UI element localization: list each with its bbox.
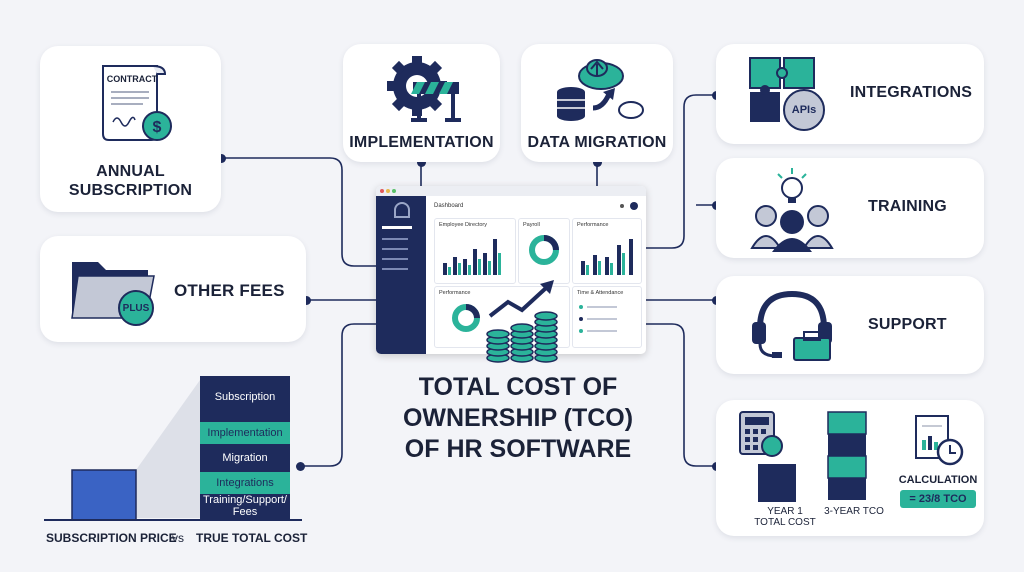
panel-title: Employee Directory xyxy=(439,222,487,228)
comparison-graphic xyxy=(44,380,302,521)
year1-label-line1: YEAR 1 xyxy=(767,506,803,517)
headset-toolbox-icon xyxy=(752,290,832,361)
avatar xyxy=(630,202,638,210)
connector-dot xyxy=(217,154,226,163)
connector-dot xyxy=(417,158,426,167)
stack-segment-migration: Migration xyxy=(222,452,268,464)
calculation-label: CALCULATION xyxy=(898,474,978,486)
main-title-line2: OWNERSHIP (TCO) xyxy=(402,404,634,432)
sidebar-nav-item xyxy=(382,268,408,270)
window-minimize-dot xyxy=(386,189,390,193)
panel-title: Payroll xyxy=(523,222,540,228)
year1-label: YEAR 1 TOTAL COST xyxy=(740,506,830,528)
panel-employee-directory: Employee Directory xyxy=(434,218,516,284)
logo-icon xyxy=(394,202,410,218)
subscription-price-label: SUBSCRIPTION PRICE xyxy=(46,531,177,545)
data-migration-label: DATA MIGRATION xyxy=(527,134,667,151)
puzzle-apis-icon xyxy=(749,57,825,131)
annual-subscription-card: $ CONTRACT ANNUAL SUBSCRIPTION xyxy=(40,46,221,212)
folder-icon xyxy=(71,262,155,326)
connector-dot xyxy=(302,296,311,305)
bell-icon xyxy=(620,204,624,208)
support-card: SUPPORT xyxy=(716,276,984,374)
svg-text:$: $ xyxy=(153,119,162,136)
stack-segment-subscription: Subscription xyxy=(214,391,276,403)
training-label: TRAINING xyxy=(868,198,947,215)
year1-bar xyxy=(758,464,796,502)
contract-icon-label: CONTRACT xyxy=(106,74,158,84)
calculation-card: YEAR 1 TOTAL COST 3-YEAR TCO CALCULATION… xyxy=(716,400,984,536)
plus-badge: PLUS xyxy=(122,303,150,314)
training-group-icon xyxy=(750,168,834,252)
vs-label: vs xyxy=(172,531,184,545)
three-year-label: 3-YEAR TCO xyxy=(824,506,884,517)
main-title-line3: OF HR SOFTWARE xyxy=(404,435,632,463)
status-dot xyxy=(579,305,583,309)
bar-chart-icon xyxy=(443,239,501,275)
sidebar-nav-item xyxy=(382,248,408,250)
list-line xyxy=(587,330,617,332)
stack-segment-integrations: Integrations xyxy=(200,472,290,494)
donut-chart-icon xyxy=(529,235,559,265)
support-label: SUPPORT xyxy=(868,316,947,333)
calculation-value: = 23/8 TCO xyxy=(900,490,976,508)
list-line xyxy=(587,318,617,320)
window-maximize-dot xyxy=(392,189,396,193)
apis-badge: APIs xyxy=(791,104,817,116)
year1-label-line2: TOTAL COST xyxy=(754,517,816,528)
implementation-card: IMPLEMENTATION xyxy=(343,44,500,162)
sidebar-nav-item xyxy=(382,238,408,240)
integrations-label: INTEGRATIONS xyxy=(850,84,973,101)
list-line xyxy=(587,306,617,308)
panel-payroll: Payroll xyxy=(518,218,570,284)
dashboard-titlebar xyxy=(376,186,646,196)
implementation-label: IMPLEMENTATION xyxy=(349,134,494,151)
contract-icon: $ xyxy=(102,65,172,141)
status-dot xyxy=(579,317,583,321)
training-card: TRAINING xyxy=(716,158,984,258)
annual-label-line2: SUBSCRIPTION xyxy=(68,182,193,199)
panel-title: Performance xyxy=(577,222,609,228)
sidebar-nav-item xyxy=(382,258,408,260)
window-close-dot xyxy=(380,189,384,193)
dashboard-mockup: Dashboard Employee Directory Payroll Per… xyxy=(376,186,646,354)
connector-dot xyxy=(593,158,602,167)
document-clock-icon xyxy=(915,415,964,466)
other-fees-label: OTHER FEES xyxy=(174,281,285,300)
data-migration-card: DATA MIGRATION xyxy=(521,44,673,162)
panel-time-attendance: Time & Attendance xyxy=(572,286,642,348)
integrations-card: APIs INTEGRATIONS xyxy=(716,44,984,144)
bar-chart-icon xyxy=(581,239,633,275)
stack-segment-implementation: Implementation xyxy=(200,422,290,444)
main-title-line1: TOTAL COST OF xyxy=(418,373,618,401)
coins-growth-icon xyxy=(486,280,558,363)
true-total-cost-label: TRUE TOTAL COST xyxy=(196,531,308,545)
connector-dot xyxy=(296,462,305,471)
three-year-bar xyxy=(827,411,867,500)
panel-title: Time & Attendance xyxy=(577,290,624,296)
status-dot xyxy=(579,329,583,333)
sidebar-nav-item xyxy=(382,226,412,229)
dashboard-sidebar xyxy=(376,196,426,354)
panel-performance: Performance xyxy=(572,218,642,284)
dashboard-header: Dashboard xyxy=(434,203,464,209)
donut-chart-icon xyxy=(452,304,480,332)
stack-segment-training-support-fees: Training/Support/ Fees xyxy=(203,494,287,518)
other-fees-card: PLUS OTHER FEES xyxy=(40,236,306,342)
panel-title: Performance xyxy=(439,290,471,296)
calculator-icon xyxy=(739,411,783,457)
true-cost-stack: Subscription Implementation Migration In… xyxy=(200,376,290,520)
main-title: TOTAL COST OF OWNERSHIP (TCO) OF HR SOFT… xyxy=(388,372,648,465)
database-cloud-icon xyxy=(557,59,644,121)
gear-barrier-icon xyxy=(387,56,461,122)
annual-label-line1: ANNUAL xyxy=(96,163,165,180)
